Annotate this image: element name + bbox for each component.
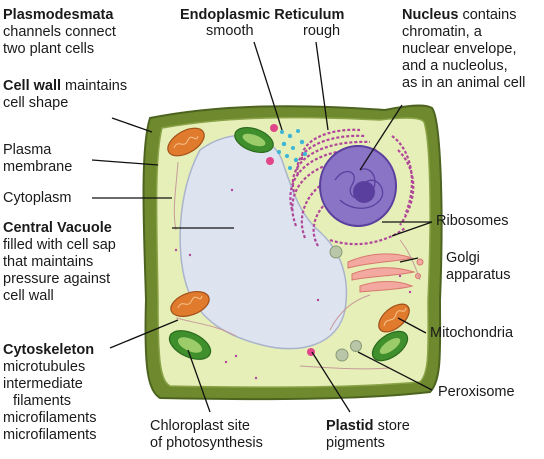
cytoskeleton-fibers [173,161,421,370]
peroxisomes [329,245,362,362]
smooth-er [277,129,307,170]
label-plasmodesmata: Plasmodesmata channels connect two plant… [3,7,116,57]
label-er-smooth: smooth [206,23,254,39]
golgi-apparatus [347,253,424,293]
label-chloroplast: Chloroplast site of photosynthesis [150,418,263,451]
label-ribosomes: Ribosomes [436,213,509,229]
nucleolus [353,181,375,203]
label-plastid: Plastid store pigments [326,418,410,451]
label-cell-wall: Cell wall maintains cell shape [3,78,128,111]
ribosomes [174,188,412,380]
label-peroxisome: Peroxisome [438,384,515,400]
label-golgi-apparatus: Golgi apparatus [446,250,511,283]
label-nucleus: Nucleus contains chromatin, a nuclear en… [402,7,526,91]
leader-lines [91,41,433,413]
central-vacuole [179,134,348,350]
label-plasma-membrane: Plasma membrane [3,142,73,175]
label-mitochondria: Mitochondria [430,325,514,341]
label-cytoplasm: Cytoplasm [3,190,72,206]
label-cytoskeleton: Cytoskeleton microtubules intermediate f… [3,342,97,443]
label-central-vacuole: Central Vacuole filled with cell sap tha… [3,220,116,304]
label-er-rough: rough [303,23,341,39]
nucleus [319,145,397,227]
label-endoplasmic-reticulum: Endoplasmic Reticulum [180,7,345,23]
